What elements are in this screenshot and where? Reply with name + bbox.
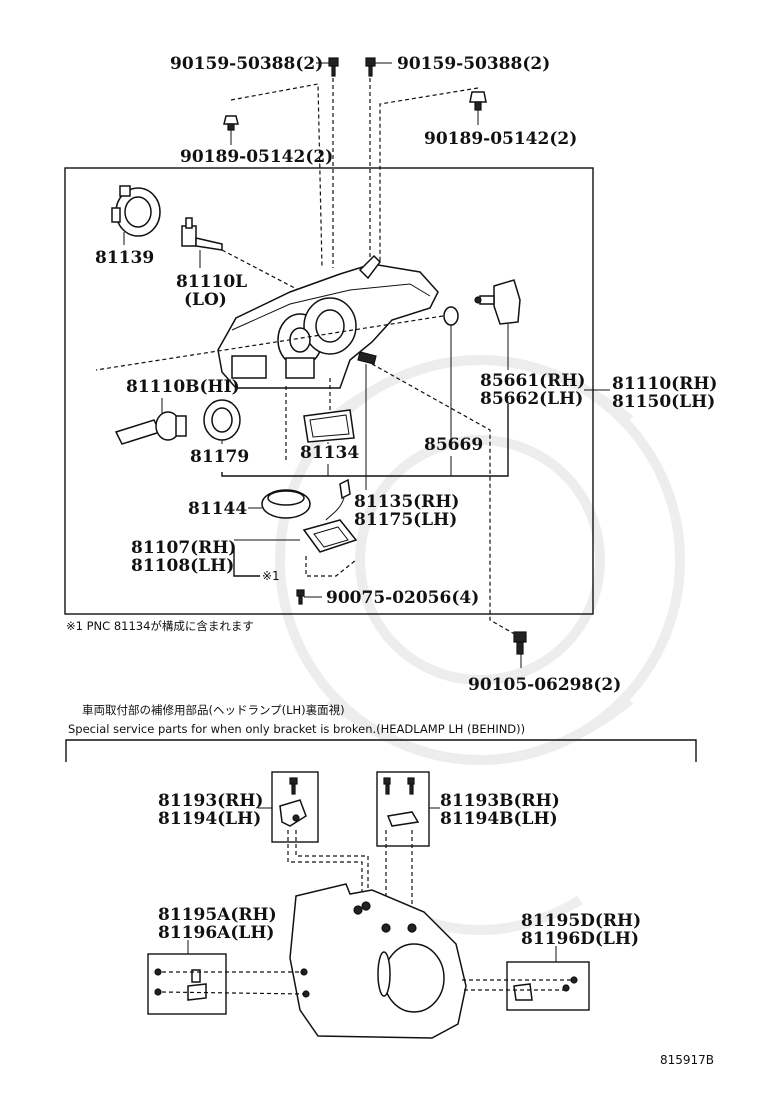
callout-leveling-lh: 85662(LH): [480, 389, 583, 409]
callout-bracket-b-lh: 81194B(LH): [440, 809, 558, 829]
callout-bottom-bolt: 90105-06298(2): [468, 675, 621, 695]
service-header-jp: 車両取付部の補修用部品(ヘッドランプ(LH)裏面視): [82, 703, 345, 717]
clip-icon-left: [223, 115, 239, 131]
bolt-icon-top-left: [328, 57, 339, 77]
socket-cover-icon: [111, 185, 161, 237]
gasket-icon: [303, 409, 355, 443]
headlamp-housing-rear-icon: [289, 883, 467, 1039]
cap-icon: [261, 489, 311, 519]
o-ring-icon: [443, 306, 459, 326]
callout-bracket-d-rh: 81195D(RH): [521, 911, 641, 931]
callout-clip-left: 90189-05142(2): [180, 147, 333, 167]
clip-icon-right: [469, 91, 487, 111]
bracket-c-box: [147, 953, 227, 1015]
callout-screw: 90075-02056(4): [326, 588, 479, 608]
callout-computer-rh: 81107(RH): [131, 538, 236, 558]
bracket-a-icon: [279, 777, 307, 827]
callout-unit-lh: 81175(LH): [354, 510, 457, 530]
callout-mark-1: ※1: [262, 569, 280, 583]
callout-assembly-lh: 81150(LH): [612, 392, 715, 412]
callout-bolt-top-right: 90159-50388(2): [397, 54, 550, 74]
callout-bracket-a-rh: 81193(RH): [158, 791, 263, 811]
figure-id: 815917B: [660, 1053, 714, 1067]
ballast-unit-icon: [302, 478, 358, 553]
callout-low-beam-note: (LO): [184, 290, 227, 310]
high-beam-seal-icon: [203, 399, 241, 441]
bracket-d-icon: [513, 976, 578, 1001]
callout-o-ring: 85669: [424, 435, 483, 455]
bolt-icon-top-right: [365, 57, 376, 77]
service-header-en: Special service parts for when only brac…: [68, 722, 525, 736]
high-beam-bulb-icon: [114, 411, 187, 445]
callout-bracket-c-rh: 81195A(RH): [158, 905, 277, 925]
callout-high-beam-seal: 81179: [190, 447, 249, 467]
callout-low-beam-bulb: 81110L: [176, 272, 247, 292]
assembly-frame: [64, 167, 594, 615]
callout-leveling-rh: 85661(RH): [480, 371, 585, 391]
screw-icon: [296, 589, 305, 605]
low-beam-bulb-icon: [181, 217, 223, 251]
callout-cap: 81144: [188, 499, 247, 519]
watermark-emblem: [275, 355, 685, 935]
bracket-b-icon: [383, 777, 420, 827]
bracket-a-box: [271, 771, 319, 843]
callout-socket-cover: 81139: [95, 248, 154, 268]
callout-computer-lh: 81108(LH): [131, 556, 234, 576]
callout-bracket-c-lh: 81196A(LH): [158, 923, 274, 943]
callout-bracket-b-rh: 81193B(RH): [440, 791, 560, 811]
callout-assembly-rh: 81110(RH): [612, 374, 717, 394]
bracket-b-box: [376, 771, 430, 847]
callout-clip-right: 90189-05142(2): [424, 129, 577, 149]
bracket-d-box: [506, 961, 590, 1011]
callout-bracket-d-lh: 81196D(LH): [521, 929, 639, 949]
leveling-motor-icon: [474, 279, 521, 325]
callout-bolt-top-left: 90159-50388(2): [170, 54, 323, 74]
callout-gasket: 81134: [300, 443, 359, 463]
headlamp-assembly-icon: [217, 254, 439, 389]
callout-unit-rh: 81135(RH): [354, 492, 459, 512]
bracket-c-icon: [154, 968, 207, 1001]
callout-bracket-a-lh: 81194(LH): [158, 809, 261, 829]
bolt-icon-bottom: [513, 631, 527, 655]
callout-high-beam-bulb: 81110B(HI): [126, 377, 240, 397]
footnote-text: ※1 PNC 81134が構成に含まれます: [66, 619, 254, 633]
